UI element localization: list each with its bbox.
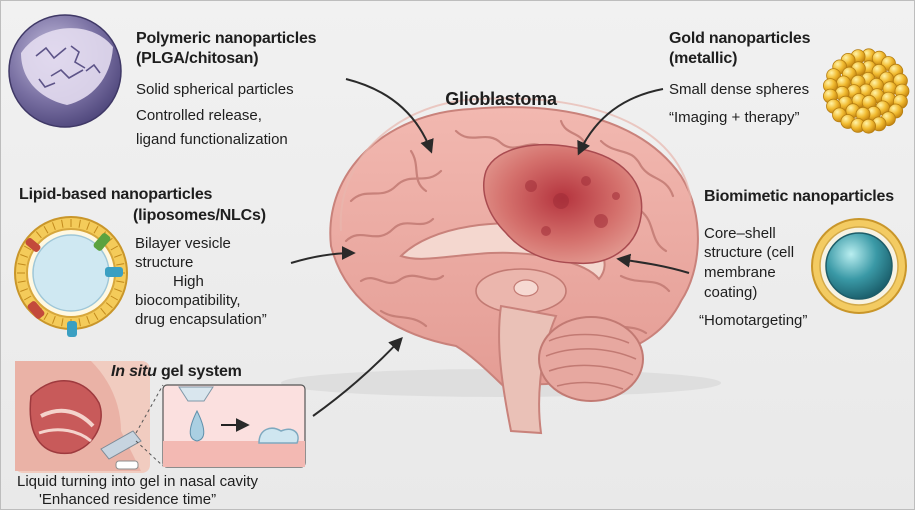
cerebellum	[539, 317, 643, 401]
polymeric-heading-1: Polymeric nanoparticles	[136, 29, 316, 48]
biomimetic-line-2: structure (cell	[704, 244, 794, 262]
biomimetic-line-5: “Homotargeting”	[699, 312, 807, 330]
gold-heading-1: Gold nanoparticles	[669, 29, 810, 48]
biomimetic-particle	[812, 219, 906, 313]
biomimetic-heading: Biomimetic nanoparticles	[704, 187, 894, 206]
gold-particle	[823, 49, 909, 133]
polymeric-particle	[9, 15, 121, 127]
biomimetic-line-3: membrane	[704, 264, 776, 282]
lipid-line-1: Bilayer vesicle	[135, 235, 231, 253]
biomimetic-line-4: coating)	[704, 284, 757, 302]
gel-heading: In situ gel system	[111, 362, 242, 381]
gel-panel	[163, 385, 305, 467]
polymeric-line-1: Solid spherical particles	[136, 81, 294, 99]
gel-heading-rest: gel system	[157, 363, 242, 380]
gold-heading-2: (metallic)	[669, 49, 737, 68]
lipid-line-3: High	[173, 273, 204, 291]
lipid-heading-1: Lipid-based nanoparticles	[19, 185, 212, 204]
gold-line-1: Small dense spheres	[669, 81, 809, 99]
gold-sphere	[862, 119, 876, 133]
polymeric-heading-2: (PLGA/chitosan)	[136, 49, 258, 68]
polymeric-line-2: Controlled release,	[136, 107, 262, 125]
gel-caption-2: 'Enhanced residence time”	[39, 491, 216, 509]
gel-heading-italic: In situ	[111, 363, 157, 380]
gold-line-2: “Imaging + therapy”	[669, 109, 799, 127]
lipid-line-2: structure	[135, 254, 193, 272]
polymeric-line-3: ligand functionalization	[136, 131, 288, 149]
biomimetic-line-1: Core–shell	[704, 225, 776, 243]
lipid-line-5: drug encapsulation”	[135, 311, 267, 329]
lipid-particle	[15, 217, 127, 337]
lipid-line-4: biocompatibility,	[135, 292, 241, 310]
page-title: Glioblastoma	[421, 89, 581, 111]
gel-caption-1: Liquid turning into gel in nasal cavity	[17, 473, 258, 491]
lipid-heading-2: (liposomes/NLCs)	[133, 206, 266, 225]
